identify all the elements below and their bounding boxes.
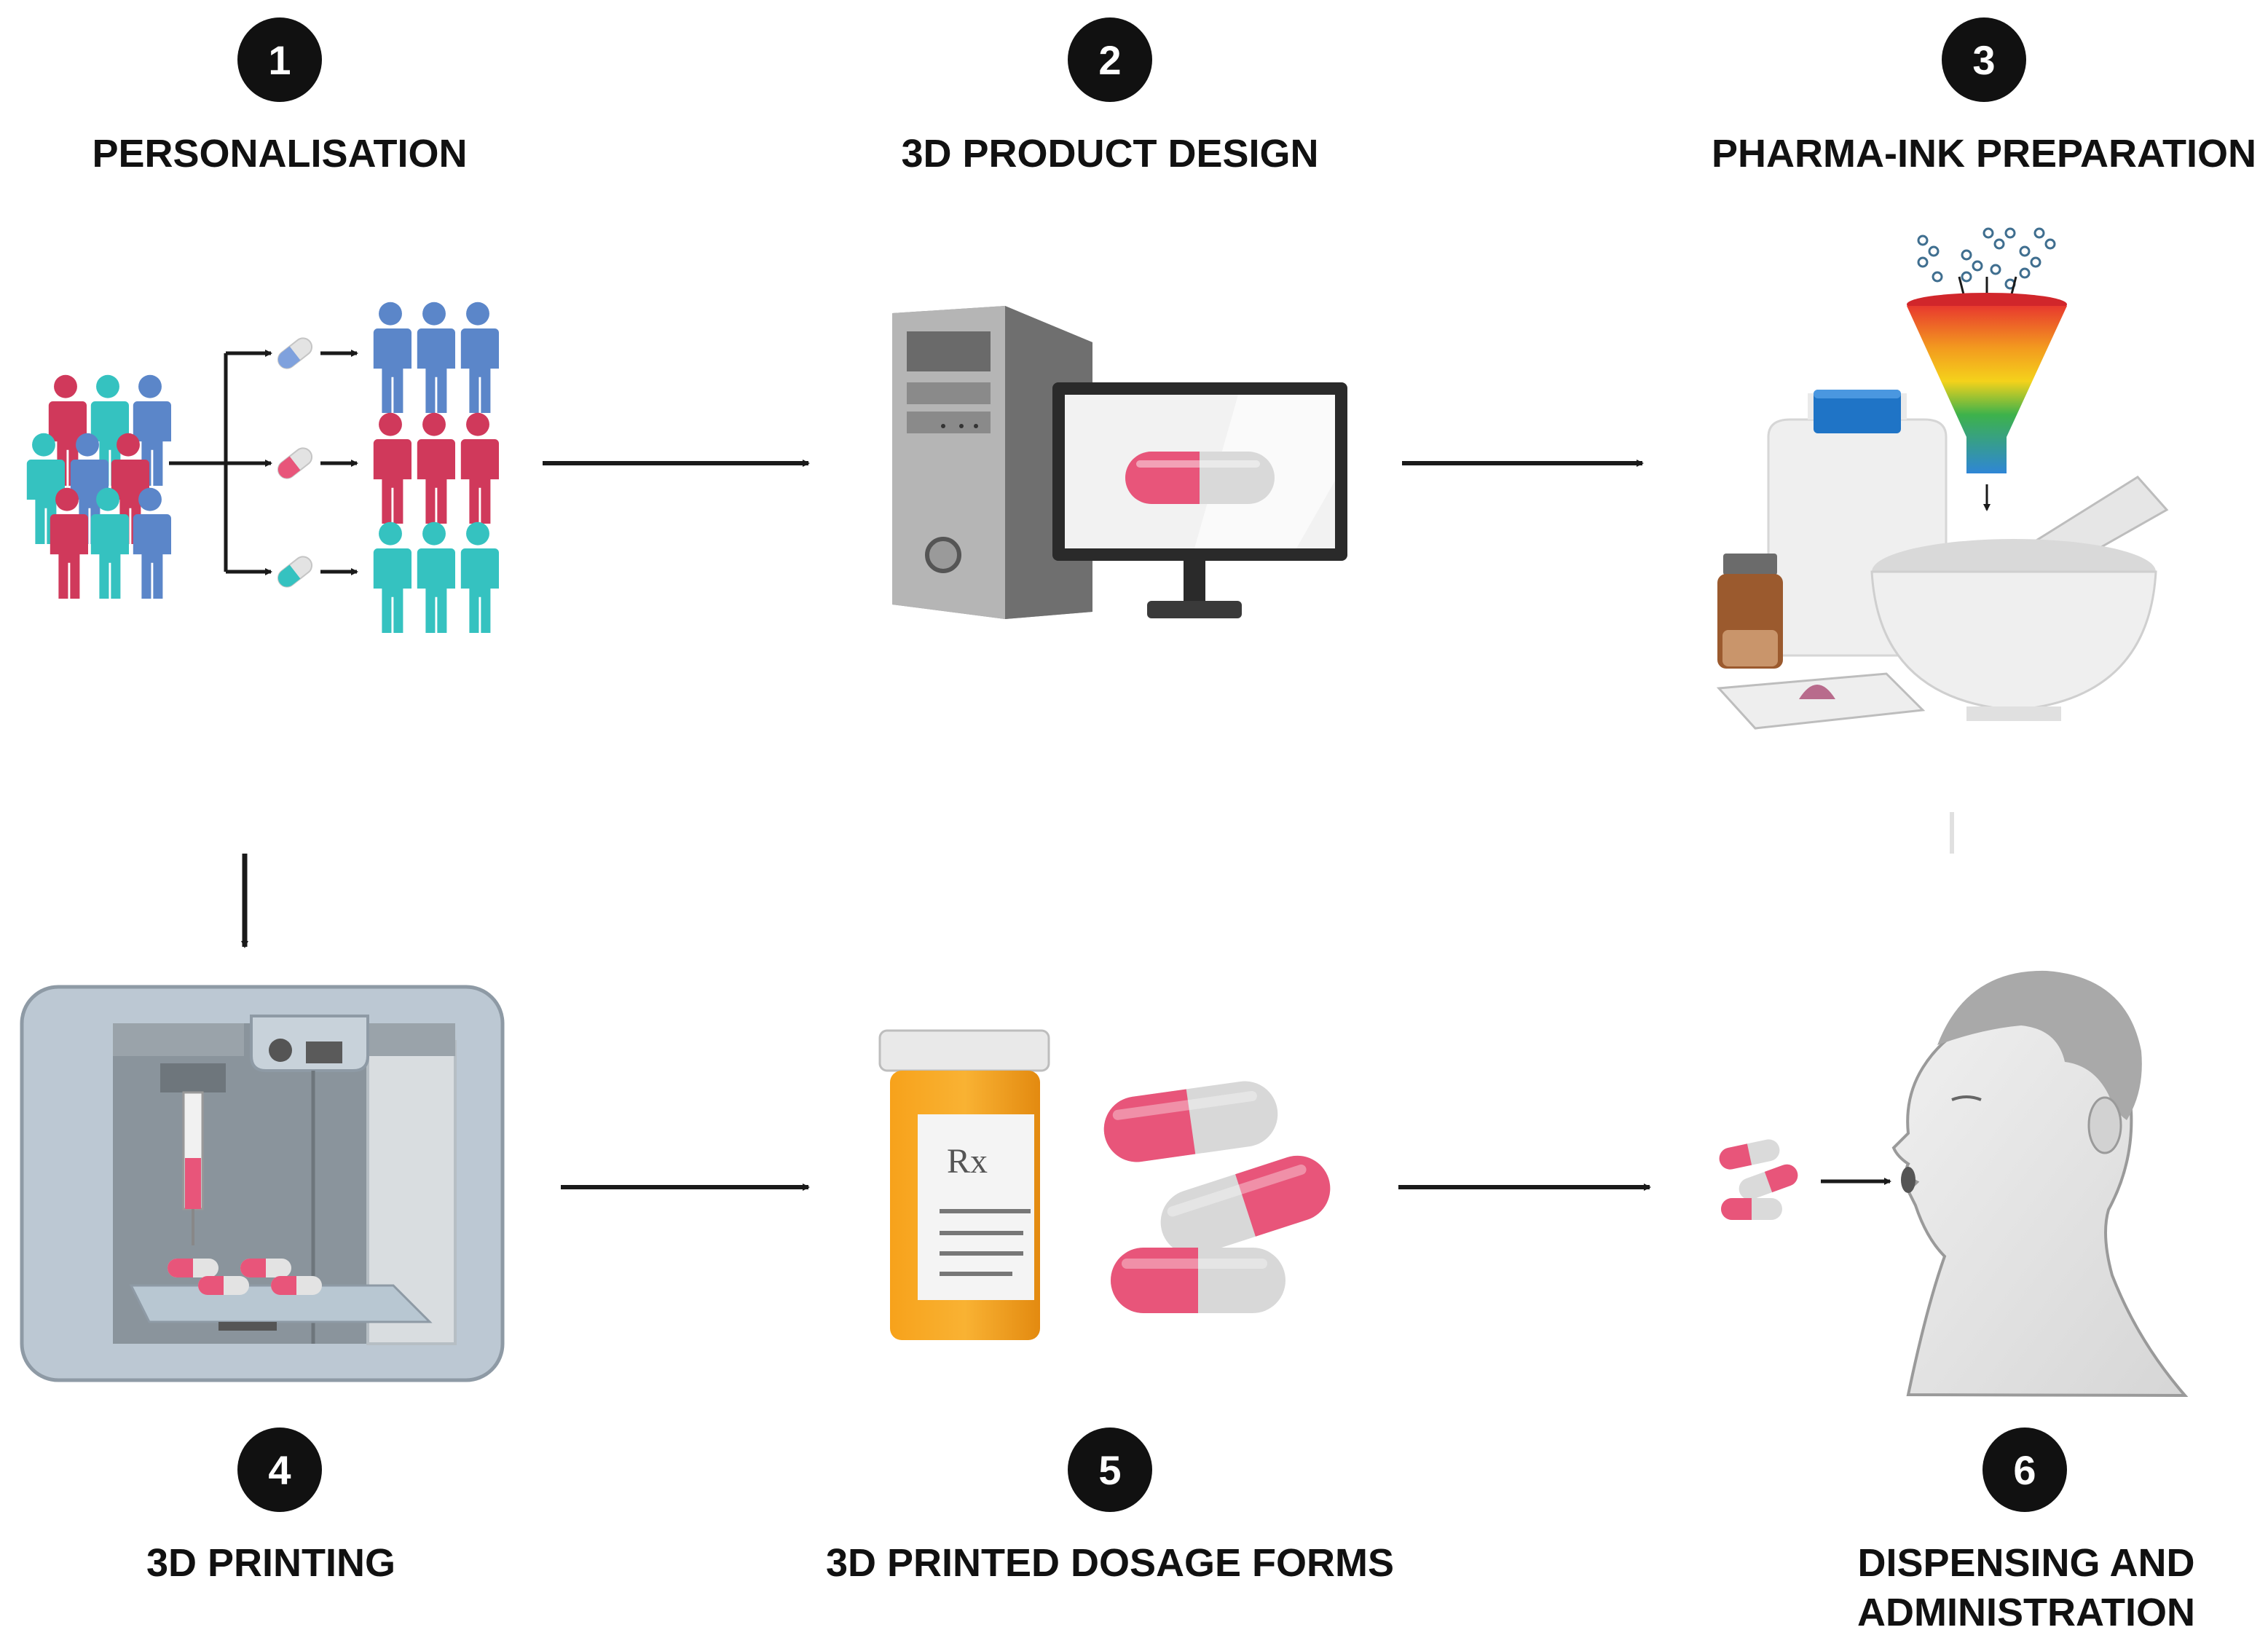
step-1-badge: 1	[237, 17, 322, 102]
mortar-pestle-icon	[1870, 476, 2169, 721]
reagent-bottle-icon	[1767, 390, 1948, 657]
step-3-title: PHARMA-INK PREPARATION	[1712, 132, 2256, 176]
screen-pill-icon	[1125, 452, 1275, 504]
weigh-boat-icon	[1716, 672, 1926, 730]
step-4-title: 3D PRINTING	[146, 1541, 396, 1585]
prescription-bottle-icon: Rx	[878, 1029, 1050, 1340]
patient-crowd-icon	[26, 374, 171, 599]
step-4-badge: 4	[237, 1428, 322, 1512]
printed-pills-icon	[168, 1259, 322, 1295]
pill-red-icon	[277, 447, 313, 479]
molecule-icon	[1917, 227, 2056, 290]
funnel-icon	[1907, 293, 2067, 473]
computer-icon	[892, 306, 1347, 619]
patient-head-icon	[1891, 970, 2189, 1398]
pill-teal-icon	[277, 556, 313, 588]
small-pills-icon	[1719, 1139, 1798, 1220]
step-6-title: DISPENSING AND ADMINISTRATION	[1857, 1541, 2195, 1634]
step-2-badge: 2	[1068, 17, 1152, 102]
step-3-badge: 3	[1942, 17, 2026, 102]
connector-3-to-4	[241, 812, 1954, 948]
capsules-icon	[1103, 1081, 1331, 1313]
patient-group-teal-icon	[373, 521, 499, 633]
patient-group-blue-icon	[373, 302, 499, 413]
step-5-title: 3D PRINTED DOSAGE FORMS	[825, 1541, 1395, 1585]
pill-blue-icon	[277, 337, 313, 369]
pharma-ink-illustration	[1716, 227, 2169, 730]
3d-printer-icon	[20, 985, 505, 1382]
step-2-title: 3D PRODUCT DESIGN	[901, 132, 1319, 176]
step-5-badge: 5	[1068, 1428, 1152, 1512]
step-1-title: PERSONALISATION	[92, 132, 468, 176]
step-6-badge: 6	[1982, 1428, 2067, 1512]
patient-group-red-icon	[373, 412, 499, 524]
rx-label: Rx	[947, 1142, 988, 1181]
amber-vial-icon	[1717, 554, 1783, 669]
personalisation-illustration	[26, 302, 499, 633]
